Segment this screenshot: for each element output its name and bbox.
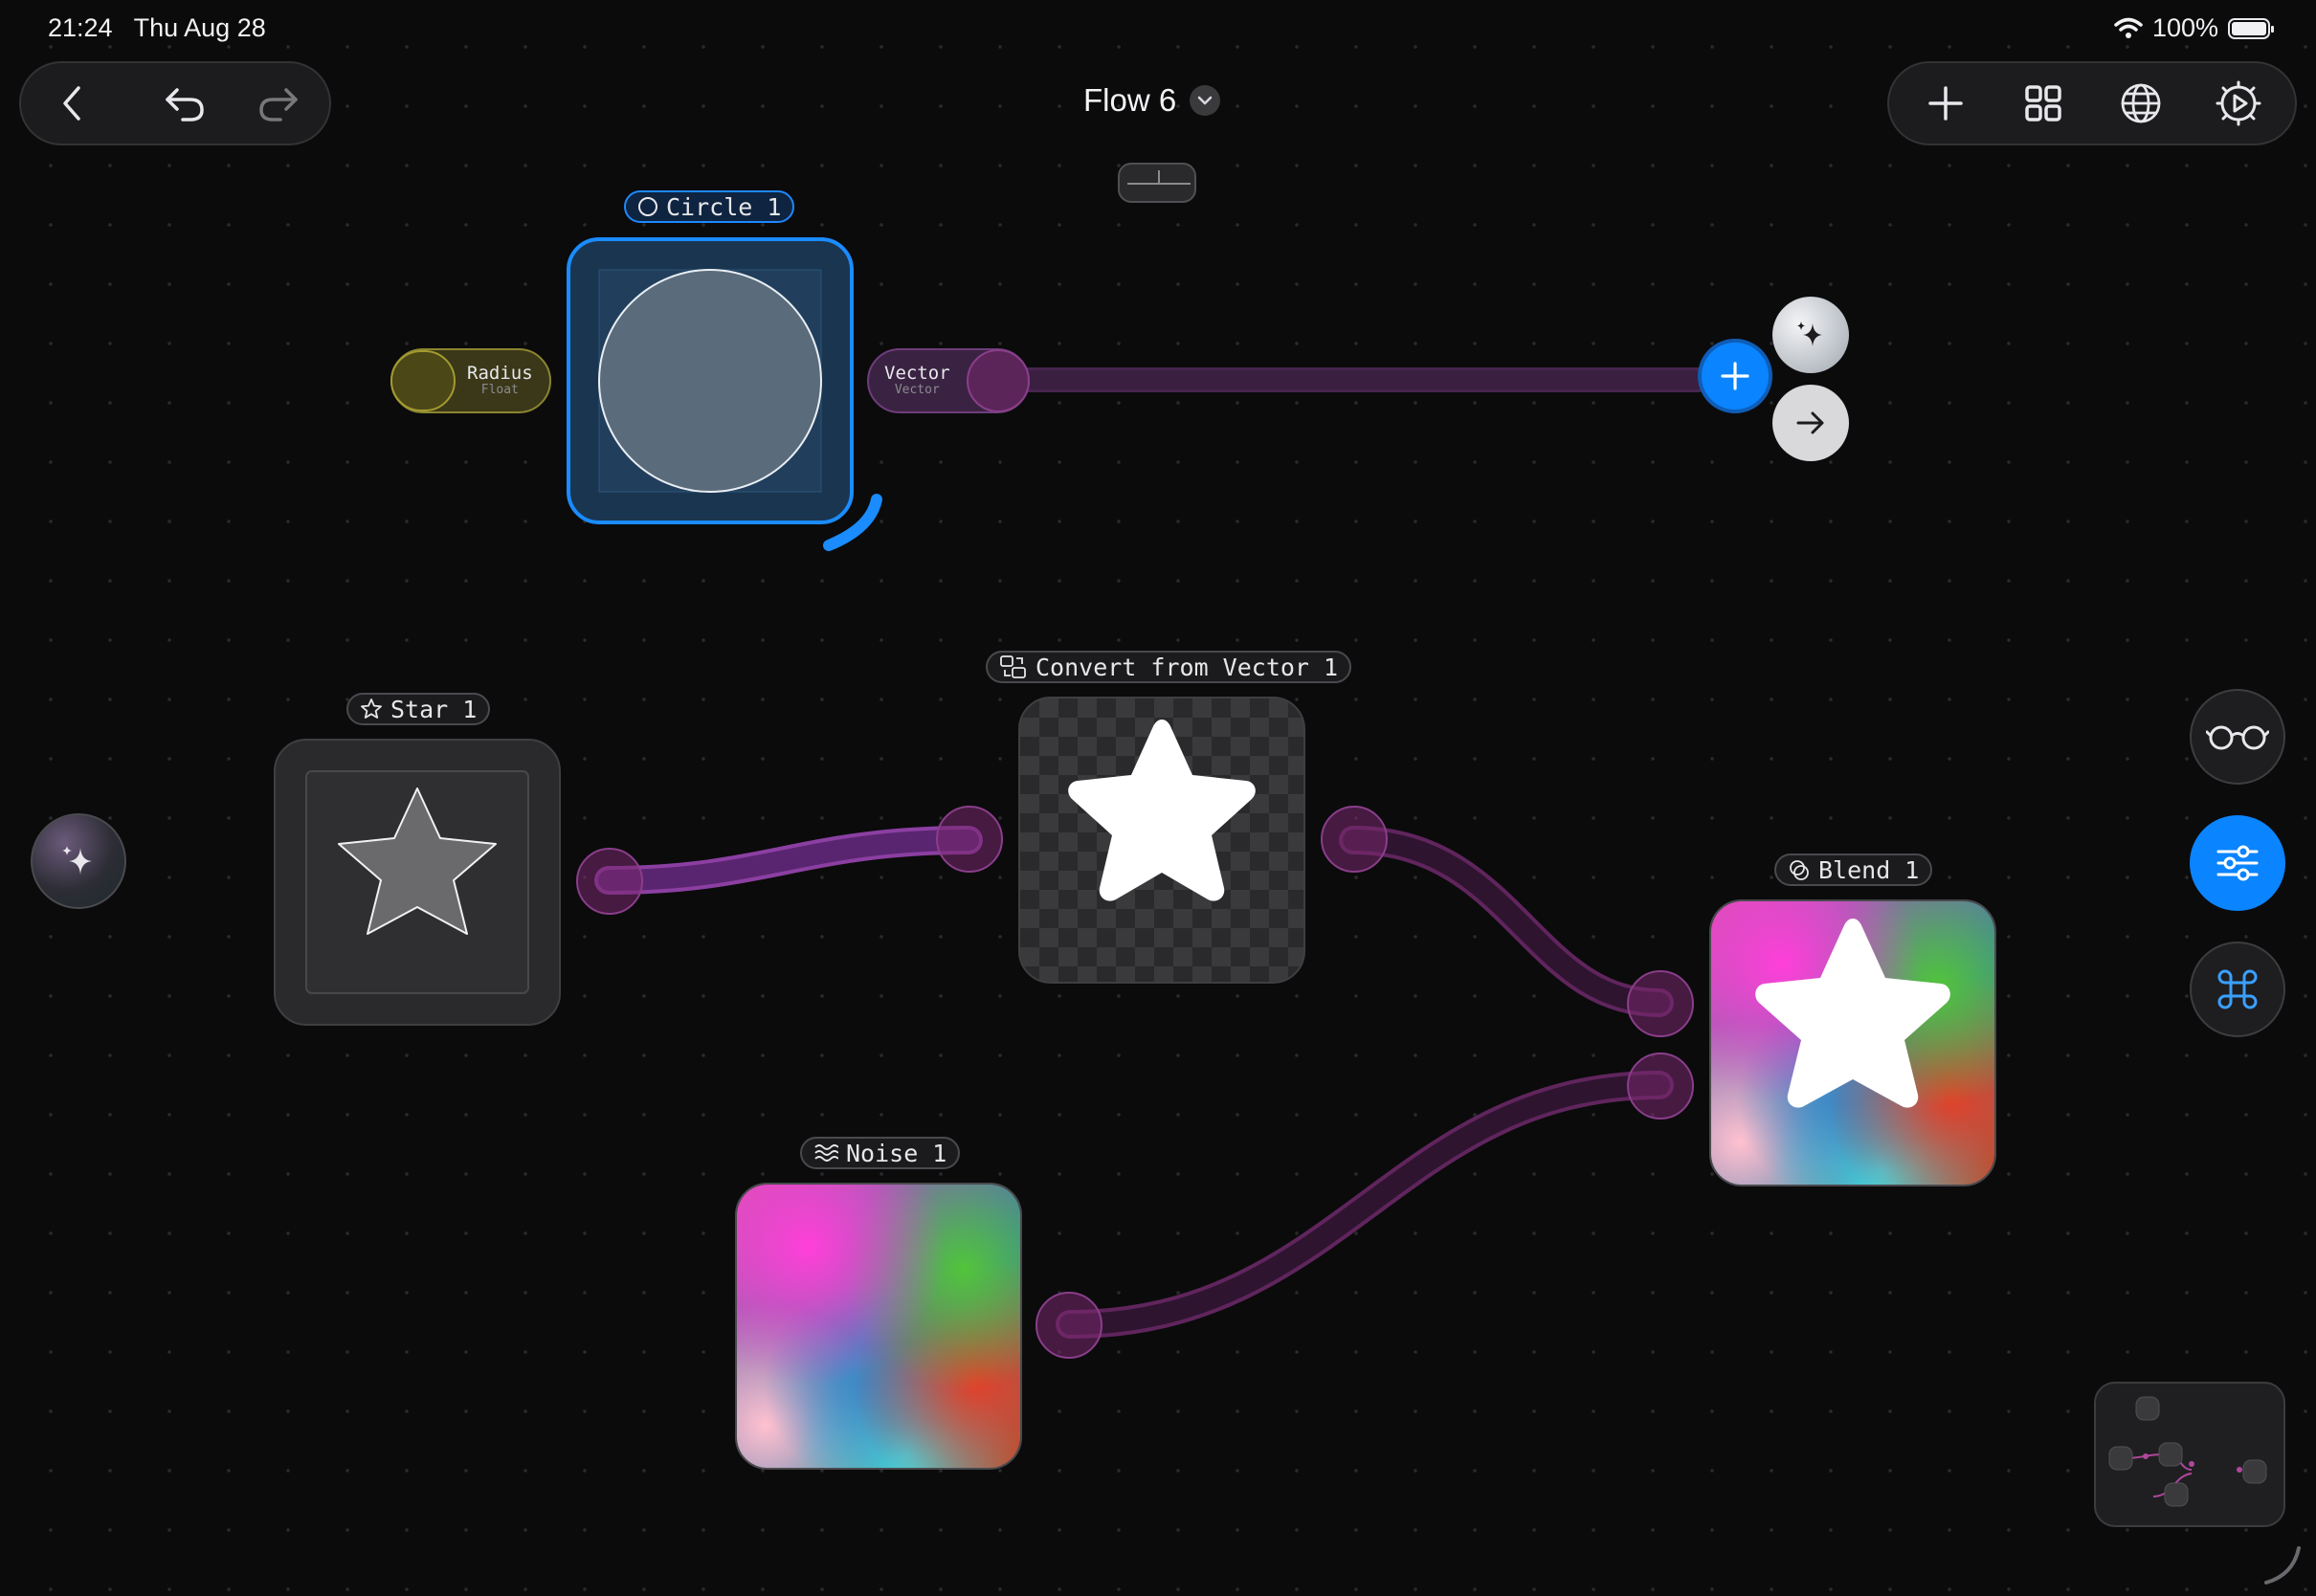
sparkles-icon [62, 846, 92, 875]
wifi-icon [2114, 17, 2143, 38]
node-label-noise[interactable]: Noise 1 [800, 1137, 961, 1169]
vector-port-type: Vector [894, 383, 940, 398]
vector-output-port[interactable]: Vector Vector [867, 348, 1030, 413]
node-label-blend[interactable]: Blend 1 [1774, 853, 1933, 886]
grid-button[interactable] [2015, 75, 2072, 132]
node-label-star[interactable]: Star 1 [346, 693, 491, 725]
circle-node-title: Circle 1 [666, 192, 782, 221]
radius-port-handle[interactable] [390, 350, 456, 411]
noise-node[interactable] [735, 1183, 1022, 1470]
resize-corner-icon[interactable] [2260, 1541, 2306, 1588]
globe-icon [2121, 83, 2161, 123]
status-date: Thu Aug 28 [133, 13, 266, 42]
blend-node-title: Blend 1 [1818, 855, 1920, 884]
shortcuts-button[interactable] [2190, 942, 2285, 1037]
star-output-port[interactable] [576, 848, 643, 915]
minimap[interactable] [2094, 1382, 2285, 1527]
inspector-button[interactable] [2190, 815, 2285, 911]
radius-port-text: Radius Float [467, 363, 533, 398]
noise-preview [737, 1185, 1020, 1468]
flow-title: Flow 6 [1083, 82, 1177, 118]
node-label-circle[interactable]: Circle 1 [624, 190, 795, 223]
convert-output-port[interactable] [1321, 806, 1388, 873]
blend-input-port-b[interactable] [1627, 1053, 1694, 1119]
sliders-icon [2216, 845, 2259, 881]
circle-node[interactable] [567, 237, 854, 524]
settings-gear-icon [2216, 80, 2261, 126]
noise-node-title: Noise 1 [846, 1139, 947, 1167]
undo-button[interactable] [157, 75, 212, 132]
radius-port-type: Float [480, 383, 519, 398]
chevron-down-icon [1190, 85, 1221, 116]
grid-icon [2025, 85, 2061, 122]
blend-input-port-a[interactable] [1627, 970, 1694, 1037]
minimap-canvas [2108, 1396, 2267, 1507]
chevron-left-icon [63, 86, 80, 121]
status-time: 21:24 [48, 13, 113, 42]
noise-icon [814, 1144, 838, 1162]
battery-icon [2228, 17, 2274, 39]
star-node[interactable] [274, 739, 561, 1026]
vector-port-name: Vector [884, 363, 950, 385]
circle-preview [598, 269, 822, 493]
star-preview [305, 770, 529, 994]
preview-mode-button[interactable] [2190, 689, 2285, 785]
settings-button[interactable] [2210, 75, 2267, 132]
continue-button[interactable] [1772, 385, 1849, 461]
convert-preview [1068, 720, 1256, 901]
globe-button[interactable] [2112, 75, 2170, 132]
convert-node-title: Convert from Vector 1 [1036, 653, 1339, 681]
convert-icon [1000, 655, 1026, 678]
redo-button[interactable] [251, 75, 306, 132]
undo-icon [166, 88, 204, 122]
sparkles-icon [1797, 321, 1822, 346]
plus-icon [1928, 86, 1963, 121]
convert-input-port[interactable] [936, 806, 1003, 873]
circle-resize-handle [823, 494, 882, 551]
node-label-convert[interactable]: Convert from Vector 1 [986, 651, 1352, 683]
radius-input-port[interactable]: Radius Float [390, 348, 551, 413]
blend-icon [1790, 860, 1809, 880]
command-icon [2217, 969, 2258, 1009]
plus-icon [1721, 362, 1749, 390]
flow-title-button[interactable]: Flow 6 [1083, 82, 1221, 119]
status-time-date: 21:24 Thu Aug 28 [48, 13, 266, 43]
radius-port-name: Radius [467, 363, 533, 385]
vector-port-handle[interactable] [967, 349, 1030, 412]
status-right: 100% [2114, 13, 2274, 43]
ai-assistant-button[interactable] [31, 813, 126, 909]
navigation-pill [19, 61, 331, 145]
ai-suggest-button[interactable] [1772, 297, 1849, 373]
canvas-drag-handle[interactable] [1118, 163, 1196, 203]
back-button[interactable] [44, 75, 100, 132]
glasses-icon [2206, 725, 2269, 750]
convert-node[interactable] [1018, 697, 1305, 984]
add-connected-node-button[interactable] [1698, 339, 1772, 413]
redo-icon [259, 88, 298, 122]
vector-port-text: Vector Vector [884, 363, 950, 398]
star-node-title: Star 1 [390, 695, 478, 723]
add-node-button[interactable] [1917, 75, 1974, 132]
arrow-right-icon [1796, 411, 1824, 434]
battery-percent: 100% [2151, 13, 2218, 42]
blend-node[interactable] [1709, 899, 1996, 1186]
noise-output-port[interactable] [1036, 1292, 1102, 1359]
star-icon [361, 698, 382, 719]
tools-pill [1887, 61, 2297, 145]
circle-icon [638, 197, 657, 216]
blend-preview-star [1755, 919, 1950, 1108]
